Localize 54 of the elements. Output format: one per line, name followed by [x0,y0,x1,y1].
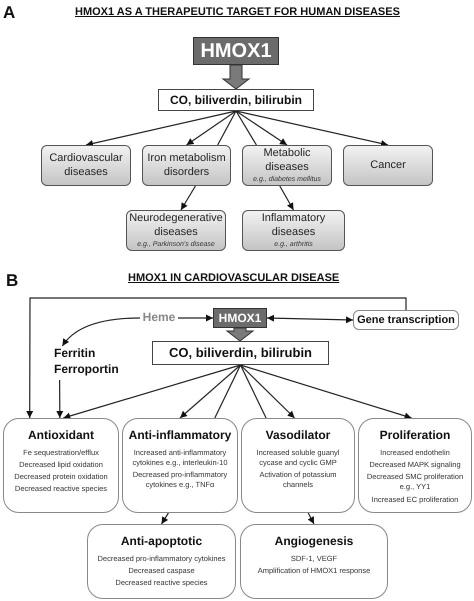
arrow [236,110,388,147]
effect-card [87,524,236,599]
block-arrow [226,328,254,342]
card-heading: Angiogenesis [274,533,354,550]
disease-box [343,145,433,186]
card-heading: Anti-apoptotic [120,533,202,550]
disease-box [41,145,131,186]
arrow [308,512,315,524]
arrow [240,364,412,420]
box-title: Iron metabolism disorders [147,152,226,180]
card-heading: Antioxidant [28,427,94,444]
box-title: Neurodegenerative diseases [129,212,223,240]
arrow [266,314,354,324]
arrow [26,297,407,418]
gene-box: HMOX1 [213,308,267,328]
arrow [279,186,294,210]
disease-box [142,145,231,186]
protein-label: Ferritin Ferroportin [54,346,124,380]
gene-box: HMOX1 [193,37,279,65]
arrow [186,110,236,146]
arrow [86,110,236,147]
arrow [62,317,140,346]
box-title: Cancer [370,158,406,172]
product-box: CO, biliverdin, bilirubin [158,89,314,111]
card-heading: Anti-inflammatory [128,427,232,444]
card-heading: Vasodilator [266,427,330,444]
product-box: CO, biliverdin, bilirubin [152,341,329,365]
panel-title: HMOX1 AS A THERAPEUTIC TARGET FOR HUMAN DISEASES [75,5,400,20]
arrow [56,380,64,418]
panel-letter: A [3,2,16,24]
panel-letter: B [6,270,18,292]
effect-card [358,418,472,513]
arrow [180,186,196,210]
box-title: Inflammatory diseases [260,212,326,240]
effect-card [3,418,119,513]
panel-title: HMOX1 IN CARDIOVASCULAR DISEASE [128,271,340,286]
block-arrow [222,64,250,90]
arrow [180,364,241,418]
disease-box [242,210,345,251]
effect-card [240,524,388,599]
substrate-label: Heme [140,310,178,326]
effect-card [241,418,355,513]
disease-box [242,145,332,186]
arrow [63,364,241,420]
disease-box [126,210,226,251]
box-title: Cardiovascular diseases [48,152,124,180]
effect-card [122,418,238,513]
arrow [178,314,213,322]
process-box: Gene transcription [353,310,459,330]
arrow [240,364,295,418]
arrow [236,110,288,146]
box-title: Metabolic diseases [262,147,312,175]
card-heading: Proliferation [380,427,450,444]
arrow [161,512,169,524]
